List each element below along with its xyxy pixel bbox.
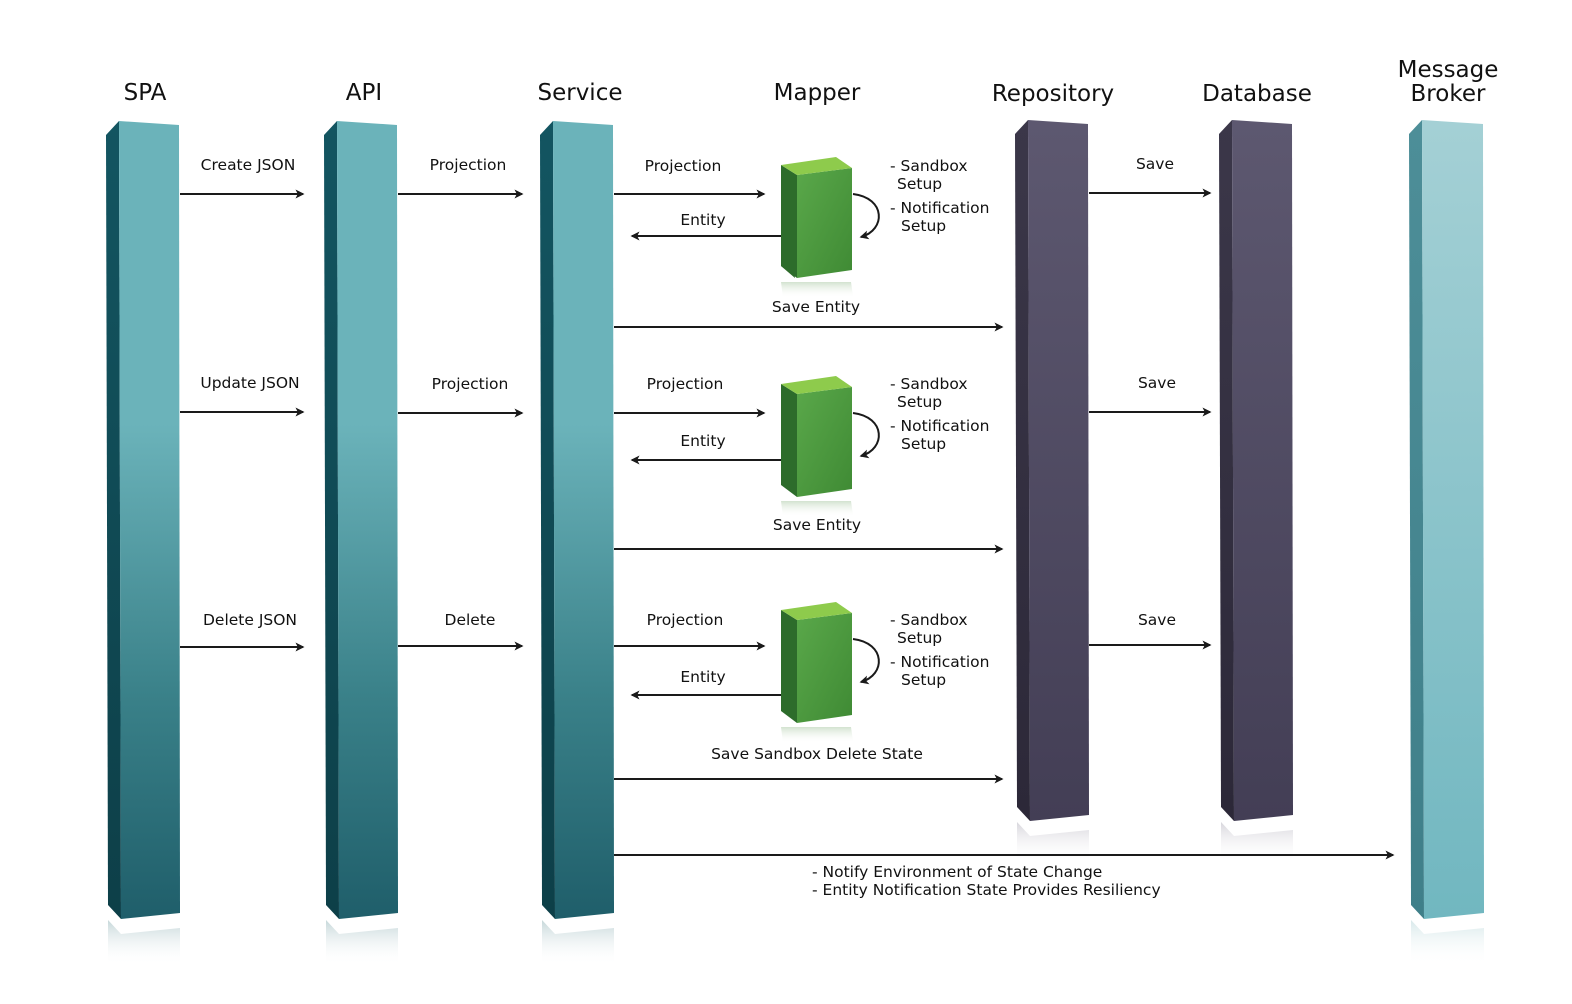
header-message-broker-line2: Broker bbox=[1411, 81, 1486, 107]
pillar-spa bbox=[106, 121, 180, 965]
mapper-note-sandbox-setup: Setup bbox=[897, 393, 942, 411]
label-service-to-repository: Save Entity bbox=[773, 516, 861, 534]
label-api-to-service: Delete bbox=[445, 611, 496, 629]
mapper-cube bbox=[781, 602, 853, 743]
label-service-to-mapper: Projection bbox=[647, 375, 724, 393]
mapper-note-notification: - Notification bbox=[890, 417, 989, 435]
label-service-to-mapper: Projection bbox=[645, 157, 722, 175]
label-spa-to-api: Delete JSON bbox=[203, 611, 297, 629]
label-api-to-service: Projection bbox=[432, 375, 509, 393]
flow-update: Update JSON Projection Projection Entity… bbox=[180, 374, 1212, 554]
label-service-to-mapper: Projection bbox=[647, 611, 724, 629]
label-repository-to-database: Save bbox=[1138, 374, 1176, 392]
broker-note-notify: - Notify Environment of State Change bbox=[812, 863, 1102, 881]
self-loop-arrow bbox=[852, 638, 880, 685]
label-service-to-repository: Save Entity bbox=[772, 298, 860, 316]
label-mapper-to-service: Entity bbox=[680, 668, 725, 686]
label-service-to-repository: Save Sandbox Delete State bbox=[711, 745, 923, 763]
header-spa: SPA bbox=[124, 80, 167, 106]
label-api-to-service: Projection bbox=[430, 156, 507, 174]
mapper-note-sandbox: - Sandbox bbox=[890, 611, 968, 629]
label-spa-to-api: Update JSON bbox=[200, 374, 299, 392]
pillar-repository bbox=[1015, 120, 1089, 862]
label-repository-to-database: Save bbox=[1136, 155, 1174, 173]
label-mapper-to-service: Entity bbox=[680, 211, 725, 229]
header-api: API bbox=[346, 80, 382, 106]
mapper-note-notification: - Notification bbox=[890, 653, 989, 671]
flow-delete: Delete JSON Delete Projection Entity - S… bbox=[180, 602, 1212, 784]
self-loop-arrow bbox=[852, 193, 880, 240]
label-repository-to-database: Save bbox=[1138, 611, 1176, 629]
pillar-service bbox=[540, 121, 614, 965]
pillar-database bbox=[1219, 120, 1293, 862]
mapper-note-notification-setup: Setup bbox=[901, 435, 946, 453]
mapper-note-notification: - Notification bbox=[890, 199, 989, 217]
label-mapper-to-service: Entity bbox=[680, 432, 725, 450]
mapper-note-notification-setup: Setup bbox=[901, 217, 946, 235]
self-loop-arrow bbox=[852, 412, 880, 459]
label-spa-to-api: Create JSON bbox=[201, 156, 296, 174]
mapper-note-sandbox: - Sandbox bbox=[890, 157, 968, 175]
mapper-note-notification-setup: Setup bbox=[901, 671, 946, 689]
header-repository: Repository bbox=[992, 81, 1114, 107]
pillar-api bbox=[324, 121, 398, 965]
pillar-message-broker bbox=[1409, 120, 1484, 965]
broker-note-resiliency: - Entity Notification State Provides Res… bbox=[812, 881, 1161, 899]
mapper-note-sandbox-setup: Setup bbox=[897, 629, 942, 647]
mapper-cube bbox=[781, 157, 853, 298]
flow-create: Create JSON Projection Projection Entity… bbox=[180, 155, 1212, 332]
header-mapper: Mapper bbox=[774, 80, 861, 106]
mapper-note-sandbox-setup: Setup bbox=[897, 175, 942, 193]
mapper-cube bbox=[781, 376, 853, 517]
header-service: Service bbox=[537, 80, 622, 106]
header-message-broker-line1: Message bbox=[1398, 57, 1499, 83]
mapper-note-sandbox: - Sandbox bbox=[890, 375, 968, 393]
header-database: Database bbox=[1202, 81, 1312, 107]
